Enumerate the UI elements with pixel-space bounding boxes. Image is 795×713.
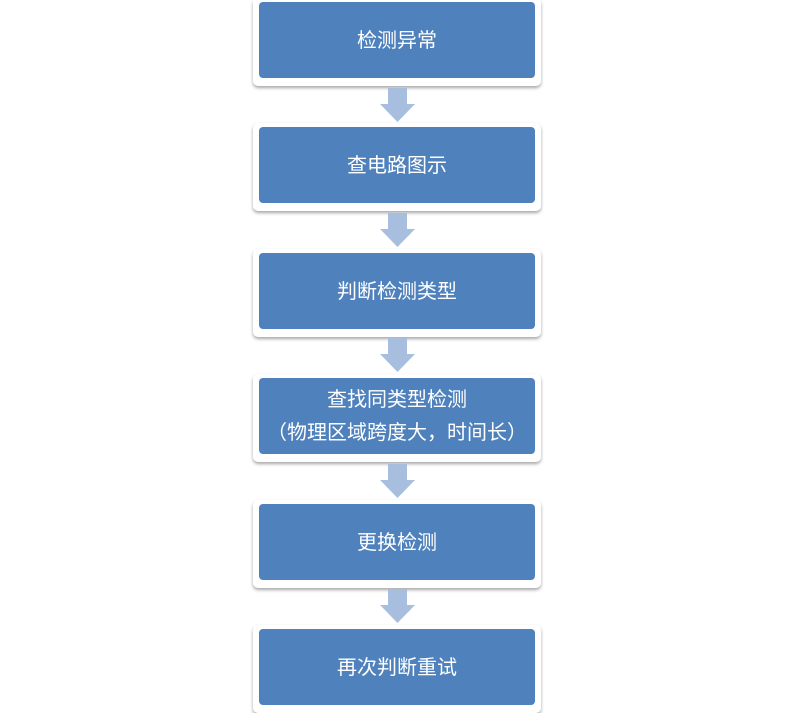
step-5: 更换检测 [259,504,535,580]
step-3: 判断检测类型 [259,253,535,329]
step-6-box: 再次判断重试 [253,625,541,713]
step-5-label: 更换检测 [357,529,437,554]
step-2: 查电路图示 [259,127,535,203]
step-6: 再次判断重试 [259,629,535,705]
step-2-box: 查电路图示 [253,123,541,211]
step-4-label-line-1: 查找同类型检测 [327,387,467,411]
down-arrow-icon [380,338,415,372]
step-3-label: 判断检测类型 [337,278,457,303]
step-1-box: 检测异常 [253,0,541,86]
step-5-box: 更换检测 [253,500,541,588]
step-4-label-line-2: （物理区域跨度大，时间长） [267,420,527,444]
step-1: 检测异常 [259,2,535,78]
step-2-label: 查电路图示 [347,152,447,177]
step-1-label: 检测异常 [357,27,437,52]
down-arrow-icon [380,589,415,623]
step-4: 查找同类型检测 （物理区域跨度大，时间长） [259,378,535,454]
down-arrow-icon [380,213,415,247]
step-4-box: 查找同类型检测 （物理区域跨度大，时间长） [253,374,541,462]
step-3-box: 判断检测类型 [253,249,541,337]
step-6-label: 再次判断重试 [337,654,457,679]
down-arrow-icon [380,464,415,498]
down-arrow-icon [380,88,415,122]
